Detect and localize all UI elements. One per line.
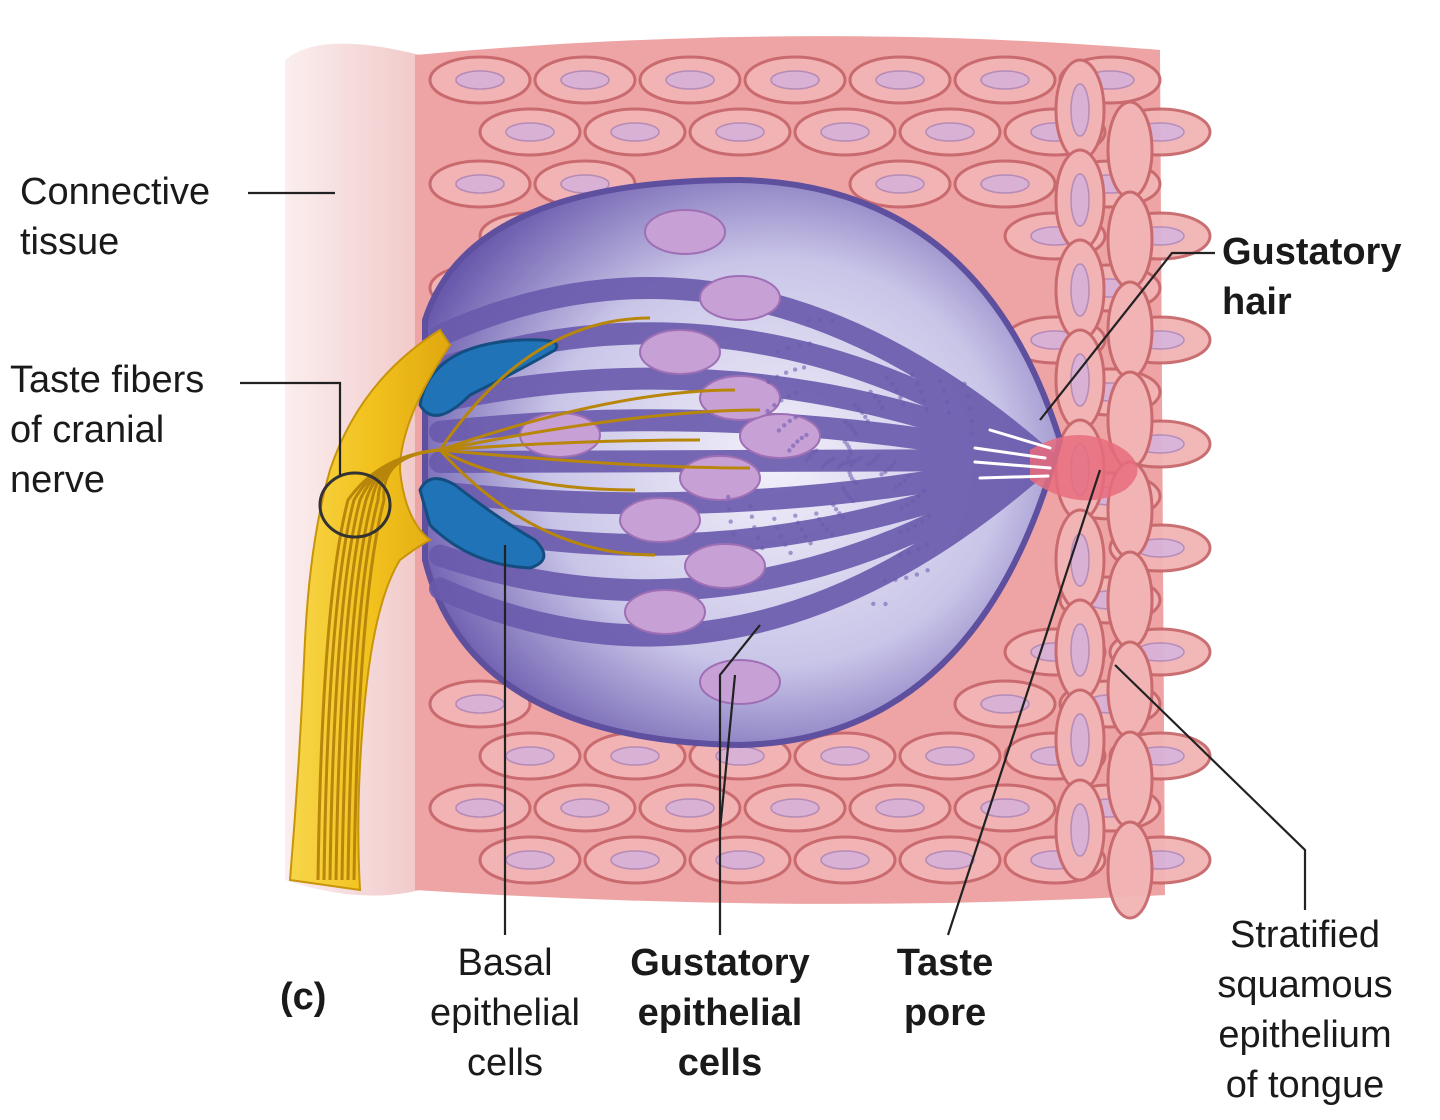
label-gustatory-hair: Gustatory hair	[1222, 231, 1402, 323]
label-gustatory-cells: Gustatory epithelial cells	[630, 942, 810, 1084]
label-panel-letter: (c)	[280, 976, 327, 1018]
label-connective-tissue: Connective tissue	[20, 171, 211, 263]
cranial-nerve	[288, 316, 761, 892]
leader-lines	[240, 191, 1307, 936]
label-taste-fibers: Taste fibers of cranial nerve	[10, 359, 205, 501]
taste-pore-shape	[973, 428, 1138, 501]
label-taste-pore: Taste pore	[896, 942, 994, 1034]
label-stratified-epithelium: Stratified squamous epithelium of tongue	[1217, 914, 1393, 1106]
label-basal-cells: Basal epithelial cells	[430, 942, 580, 1084]
taste-bud	[422, 176, 1064, 749]
basal-epithelial-cells	[418, 338, 559, 570]
